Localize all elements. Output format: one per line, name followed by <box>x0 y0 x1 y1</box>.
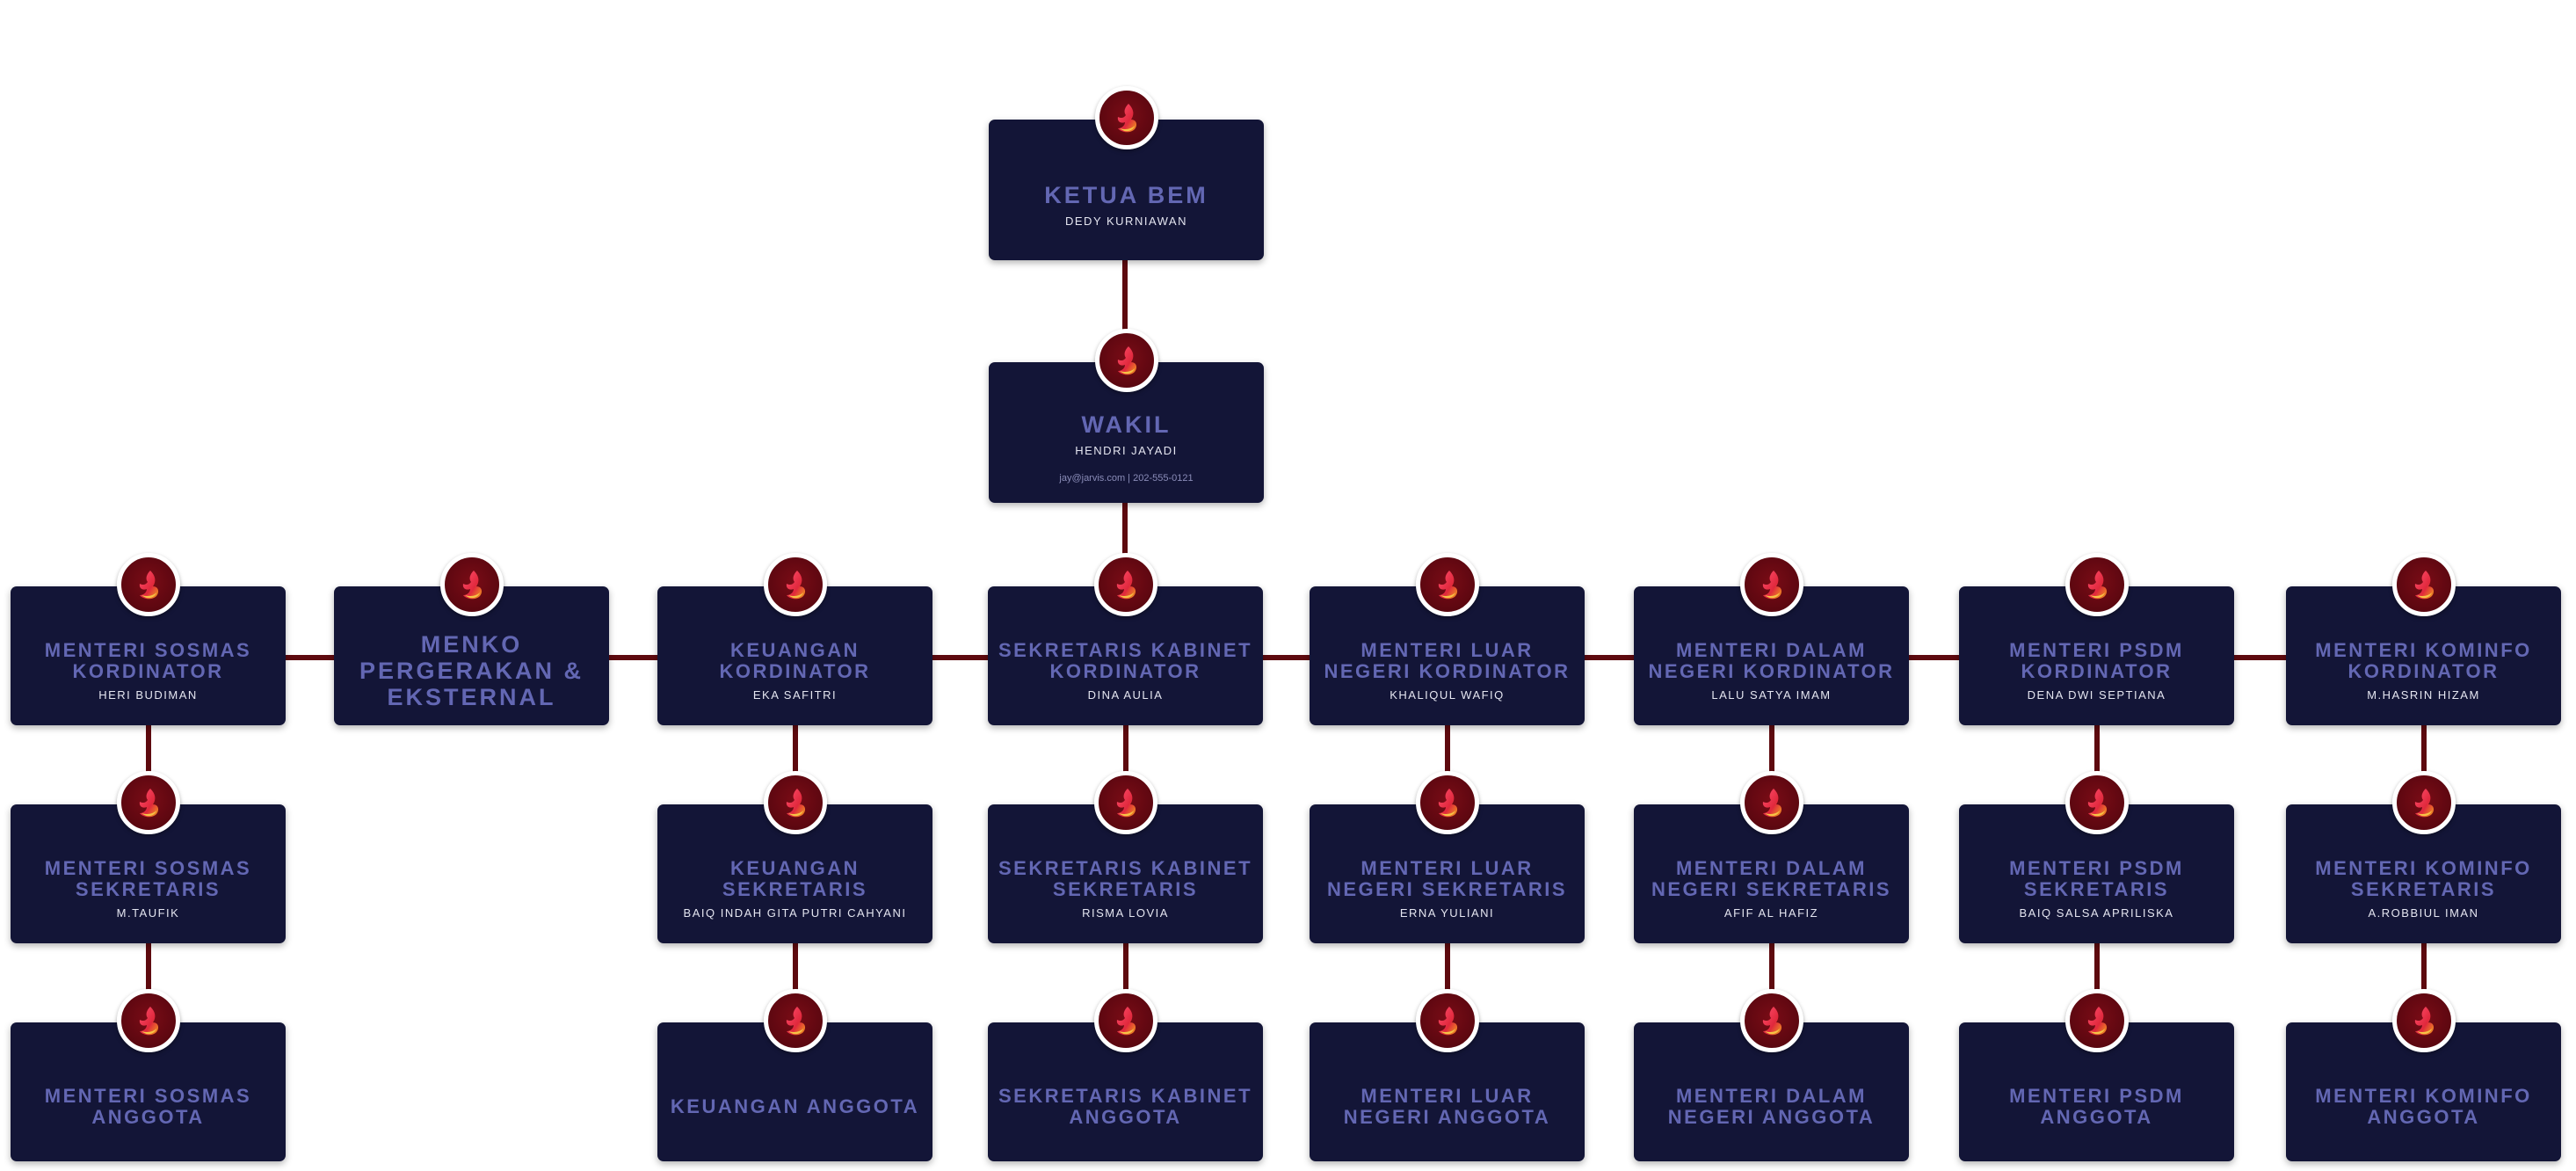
card-title: SEKRETARIS KABINET SEKRETARIS <box>998 857 1253 900</box>
card-title: MENTERI SOSMAS ANGGOTA <box>44 1085 252 1128</box>
card-title: MENTERI SOSMAS KORDINATOR <box>44 639 252 682</box>
flame-bird-logo-icon <box>763 771 827 834</box>
flame-bird-logo-icon <box>1739 989 1803 1052</box>
connector-vertical <box>1122 943 1128 1022</box>
connector-vertical <box>1768 943 1774 1022</box>
card-person-name: M.HASRIN HIZAM <box>2367 688 2480 702</box>
card-title: MENKO PERGERAKAN & EKSTERNAL <box>359 631 584 710</box>
card-person-name: KHALIQUL WAFIQ <box>1390 688 1505 702</box>
connector-vertical <box>1444 943 1450 1022</box>
card-title: MENTERI LUAR NEGERI ANGGOTA <box>1343 1085 1551 1128</box>
flame-bird-logo-icon <box>1094 329 1158 392</box>
flame-bird-logo-icon <box>2064 771 2129 834</box>
card-title: MENTERI LUAR NEGERI KORDINATOR <box>1324 639 1571 682</box>
flame-bird-logo-icon <box>1739 771 1803 834</box>
flame-bird-logo-icon <box>763 989 827 1052</box>
card-title: SEKRETARIS KABINET KORDINATOR <box>998 639 1253 682</box>
flame-bird-logo-icon <box>1415 553 1479 616</box>
flame-bird-logo-icon <box>1415 771 1479 834</box>
flame-bird-logo-icon <box>1093 553 1157 616</box>
connector-ketua-wakil <box>1122 260 1128 362</box>
card-title: MENTERI DALAM NEGERI ANGGOTA <box>1667 1085 1876 1128</box>
card-title: MENTERI DALAM NEGERI KORDINATOR <box>1648 639 1895 682</box>
card-title: KEUANGAN KORDINATOR <box>719 639 871 682</box>
connector-vertical <box>145 943 151 1022</box>
flame-bird-logo-icon <box>2064 989 2129 1052</box>
flame-bird-logo-icon <box>439 553 504 616</box>
card-person-name: HERI BUDIMAN <box>98 688 198 702</box>
connector-vertical <box>792 725 798 804</box>
card-title: SEKRETARIS KABINET ANGGOTA <box>998 1085 1253 1128</box>
flame-bird-logo-icon <box>116 989 180 1052</box>
card-title: MENTERI LUAR NEGERI SEKRETARIS <box>1326 857 1568 900</box>
card-title: KEUANGAN ANGGOTA <box>670 1095 920 1117</box>
connector-vertical <box>2093 725 2100 804</box>
connector-horizontal-row <box>148 655 2424 660</box>
flame-bird-logo-icon <box>2391 771 2456 834</box>
card-person-name: ERNA YULIANI <box>1399 906 1495 920</box>
card-title: KETUA BEM <box>1044 182 1208 208</box>
card-title: MENTERI PSDM KORDINATOR <box>2009 639 2184 682</box>
flame-bird-logo-icon <box>2064 553 2129 616</box>
card-person-name: BAIQ INDAH GITA PUTRI CAHYANI <box>683 906 907 920</box>
card-title: MENTERI KOMINFO ANGGOTA <box>2315 1085 2532 1128</box>
card-title: KEUANGAN SEKRETARIS <box>722 857 868 900</box>
card-person-name: BAIQ SALSA APRILISKA <box>2019 906 2174 920</box>
flame-bird-logo-icon <box>1093 989 1157 1052</box>
card-person-name: RISMA LOVIA <box>1082 906 1169 920</box>
card-title: MENTERI KOMINFO SEKRETARIS <box>2315 857 2532 900</box>
card-title: MENTERI PSDM SEKRETARIS <box>2009 857 2184 900</box>
flame-bird-logo-icon <box>1415 989 1479 1052</box>
card-person-name: EKA SAFITRI <box>752 688 838 702</box>
flame-bird-logo-icon <box>116 553 180 616</box>
card-contact-info: jay@jarvis.com | 202-555-0121 <box>1059 473 1194 484</box>
connector-vertical <box>1444 725 1450 804</box>
flame-bird-logo-icon <box>763 553 827 616</box>
card-kominfo-1[interactable]: MENTERI KOMINFO SEKRETARIS A.ROBBIUL IMAN <box>2286 804 2561 943</box>
connector-vertical <box>2420 725 2427 804</box>
connector-vertical <box>792 943 798 1022</box>
card-sosmas-0[interactable]: MENTERI SOSMAS KORDINATOR HERI BUDIMAN <box>11 586 286 725</box>
card-person-name: M.TAUFIK <box>116 906 180 920</box>
flame-bird-logo-icon <box>2391 553 2456 616</box>
card-title: MENTERI KOMINFO KORDINATOR <box>2315 639 2532 682</box>
card-title: MENTERI DALAM NEGERI SEKRETARIS <box>1651 857 1892 900</box>
card-title: WAKIL <box>1081 411 1172 438</box>
card-person-name: AFIF AL HAFIZ <box>1723 906 1819 920</box>
card-title: MENTERI SOSMAS SEKRETARIS <box>44 857 252 900</box>
card-person-name: DINA AULIA <box>1087 688 1164 702</box>
connector-vertical <box>1768 725 1774 804</box>
card-title: MENTERI PSDM ANGGOTA <box>2009 1085 2184 1128</box>
connector-wakil-row <box>1122 503 1128 586</box>
card-person-name: DEDY KURNIAWAN <box>1065 215 1187 228</box>
flame-bird-logo-icon <box>1093 771 1157 834</box>
connector-vertical <box>145 725 151 804</box>
connector-vertical <box>1122 725 1128 804</box>
flame-bird-logo-icon <box>2391 989 2456 1052</box>
card-person-name: DENA DWI SEPTIANA <box>2027 688 2166 702</box>
flame-bird-logo-icon <box>116 771 180 834</box>
card-person-name: HENDRI JAYADI <box>1075 444 1178 457</box>
card-person-name: A.ROBBIUL IMAN <box>2368 906 2479 920</box>
connector-vertical <box>2093 943 2100 1022</box>
flame-bird-logo-icon <box>1739 553 1803 616</box>
connector-vertical <box>2420 943 2427 1022</box>
card-person-name: LALU SATYA IMAM <box>1711 688 1832 702</box>
flame-bird-logo-icon <box>1094 86 1158 149</box>
